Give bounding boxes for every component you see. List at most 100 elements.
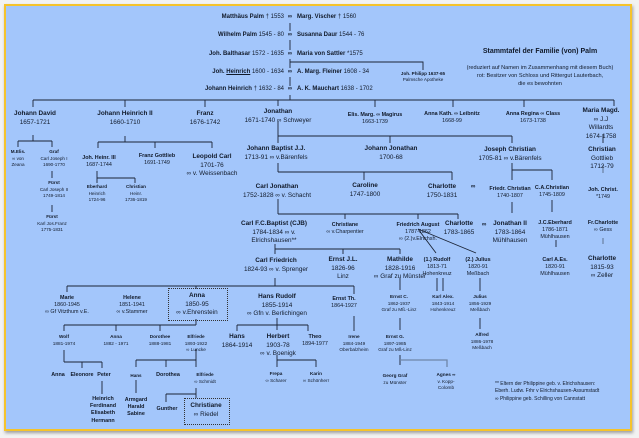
person-node: Ernst J.L. 1826-96 Linz [328, 256, 358, 281]
person-node: Frepa ∞ Scharer [265, 371, 287, 383]
person-node: Anna Regina ∞ Class 1673-1738 [505, 111, 561, 125]
person-node: Carl Jonathan 1752-1828 ∞ v. Schacht [242, 183, 312, 199]
spouse-name: Marg. Vischer [297, 14, 337, 20]
ancestor-row: Joh. Heinrich 1600 - 1634 ∞ A. Marg. Fle… [0, 69, 639, 78]
ancestor-dates: 1572 - 1635 [250, 51, 284, 57]
spouse-name: Maria von Sattler [297, 51, 346, 57]
footnote: ** Eltern der Philippine geb. v. Elrichs… [495, 381, 600, 402]
spouse-dates: *1575 [345, 51, 363, 57]
person-node: Friedrich August 1787-1862 ∞ (2.)v.Elric… [396, 222, 440, 243]
person-node: Mathilde 1828-1916 ∞ Graf zu Münster [373, 256, 427, 281]
person-node: Anna Kath. ∞ Leibnitz 1668-99 [424, 111, 480, 125]
person-node: Johann Jonathan 1700-68 [364, 145, 418, 161]
spouse-name: Susanna Daur [297, 32, 338, 38]
marriage-sign: ∞ [287, 69, 293, 75]
person-node: Carl Friedrich 1824-93 ∞ v. Sprenger [243, 257, 309, 273]
ancestor-name: Wilhelm Palm [218, 32, 257, 38]
ancestor-name-prefix: Joh. [212, 69, 227, 75]
person-node: Anna 1850-95 ∞ v.Ehrenstein [176, 292, 218, 317]
tree-frame [4, 4, 632, 431]
spouse-name: A. Marg. Fleiner [297, 69, 343, 75]
person-node: Ernst G. 1897-1985 Graf zu Mß-Linz [378, 334, 412, 353]
person-node: Georg Graf zu Münster [382, 373, 408, 385]
person-node: Joh. Philipp 1637-65 Palmsche Apotheke [400, 71, 446, 83]
person-node: Charlotte 1783-1865 [443, 220, 475, 236]
person-node: Irene 1884-1949 Oberbalzheim [339, 334, 369, 353]
ancestor-row: Matthäus Palm † 1553 ∞ Marg. Vischer † 1… [0, 14, 639, 23]
marriage-sign: ∞ [287, 86, 293, 92]
person-node: Herbert 1903-78 ∞ v. Boenigk [260, 333, 296, 358]
ancestor-dates: † 1632 - 84 [251, 86, 284, 92]
person-node: Gunther [156, 406, 178, 412]
ancestor-dates: 1600 - 1634 [250, 69, 284, 75]
person-node: Heinrich Ferdinand Elisabeth Hermann [89, 396, 117, 424]
ancestor-name: Heinrich [226, 69, 251, 75]
person-node: Charlotte 1815-93 ∞ Zeller [587, 255, 617, 280]
person-node: Anna 1882 - 1971 [103, 334, 129, 346]
person-node: Eleonore [70, 372, 94, 378]
person-node: Dorothee 1888-1981 [148, 334, 172, 346]
person-node: Eberhard Heinrich 1724-96 [86, 184, 108, 203]
person-node: Fürst Karl Jos.Franz 1775-1831 [37, 214, 67, 233]
ancestor-dates: 1545 - 80 [256, 32, 284, 38]
spouse-dates: 1608 - 34 [342, 69, 370, 75]
person-node: Charlotte 1750-1831 [426, 183, 458, 199]
person-node: Graf Carl Joseph I 1690-1770 [40, 149, 68, 168]
person-node: Hans Rudolf 1855-1914 ∞ Gfn v. Berlichin… [247, 293, 307, 318]
highlight-box [184, 398, 230, 425]
ancestor-name: Johann Heinrich [204, 86, 252, 92]
person-node: Agnes ∞ v. Kopp- Colomb [436, 372, 456, 391]
person-node: Friedr. Christian 1740-1807 [489, 186, 531, 200]
spouse-dates: 1544 - 76 [337, 32, 365, 38]
highlight-box [168, 288, 228, 321]
person-node: (1.) Rudolf 1813-71 Hohenkreuz [422, 257, 452, 278]
person-node: Joh. Christ. *1749 [588, 187, 618, 201]
person-node: Fr.Charlotte ∞ Gess [587, 220, 619, 234]
person-node: C.A.Christian 1745-1809 [534, 185, 570, 199]
person-node: Elfriede ∞ Schmidt [194, 372, 216, 384]
spouse-dates: † 1560 [336, 14, 357, 20]
person-node: Wolf 1881-1974 [52, 334, 76, 346]
person-node: Christiane ∞ Riedel [190, 402, 222, 418]
person-node: Fürst Carl Joseph II 1749-1814 [39, 180, 69, 199]
person-node: Dorothea [156, 372, 180, 378]
person-node: Julius 1856-1929 Meßbach [468, 294, 492, 313]
person-node: Joh. Heinr. III 1687-1744 [82, 155, 116, 169]
person-node: Theo 1894-1977 [302, 334, 328, 348]
person-node: Christian Heinr. 1736-1819 [125, 184, 147, 203]
person-node: (2.) Julius 1820-91 Meßbach [465, 257, 491, 278]
person-node: Ernst C. 1862-1937 Graf zu Mß.-Linz [381, 294, 417, 313]
person-node: Carl F.C.Baptist (CJB) 1784-1834 ∞ v. El… [240, 220, 308, 245]
person-node: Karin ∞ Schönherr [302, 371, 330, 383]
ancestor-row: Joh. Balthasar 1572 - 1635 ∞ Maria von S… [0, 51, 639, 60]
marriage-sign: ∞ [287, 51, 293, 57]
person-node: Joseph Christian 1705-81 ∞ v.Bärenfels [478, 146, 542, 162]
person-node: Marie 1860-1945 ∞ Gf Vitzthum v.E. [45, 295, 89, 316]
chart-subtitle: (reduziert auf Namen im Zusammenhang mit… [466, 65, 614, 87]
marriage-sign: ∞ [470, 183, 476, 190]
ancestor-row: Wilhelm Palm 1545 - 80 ∞ Susanna Daur 15… [0, 32, 639, 41]
marriage-sign: ∞ [287, 14, 293, 20]
person-node: Franz 1676-1742 [189, 110, 221, 126]
person-node: Leopold Carl 1701-76 ∞ v. Weissenbach [186, 153, 238, 178]
ancestor-name: Matthäus Palm [221, 14, 264, 20]
person-node: M.Elis. ∞ von Zeana [10, 149, 26, 168]
person-node: Jonathan II 1783-1864 Mühlhausen [492, 220, 528, 245]
person-node: Franz Gottlieb 1691-1749 [138, 153, 176, 167]
person-node: Peter [97, 372, 111, 378]
person-node: Karl Alex. 1843-1914 Hohenkreuz [430, 294, 456, 313]
ancestor-dates: † 1553 [263, 14, 284, 20]
ancestor-row: Johann Heinrich † 1632 - 84 ∞ A. K. Mauc… [0, 86, 639, 95]
marriage-sign: ∞ [287, 32, 293, 38]
marriage-sign: ∞ [481, 221, 487, 228]
person-node: Helene 1851-1941 ∞ v.Stammer [116, 295, 148, 316]
person-node: J.C.Eberhard 1786-1871 Mühlhausen [538, 220, 572, 241]
person-node: Armgard Harald Sabine [124, 397, 148, 418]
person-node: Elfriede 1893-1922 ∞ Luncke [184, 334, 208, 353]
person-node: Ernst Th. 1864-1927 [331, 296, 357, 310]
spouse-dates: 1638 - 1702 [339, 86, 373, 92]
person-node: Johann David 1657-1721 [14, 110, 56, 126]
person-node: Hans 1864-1914 [221, 333, 253, 349]
